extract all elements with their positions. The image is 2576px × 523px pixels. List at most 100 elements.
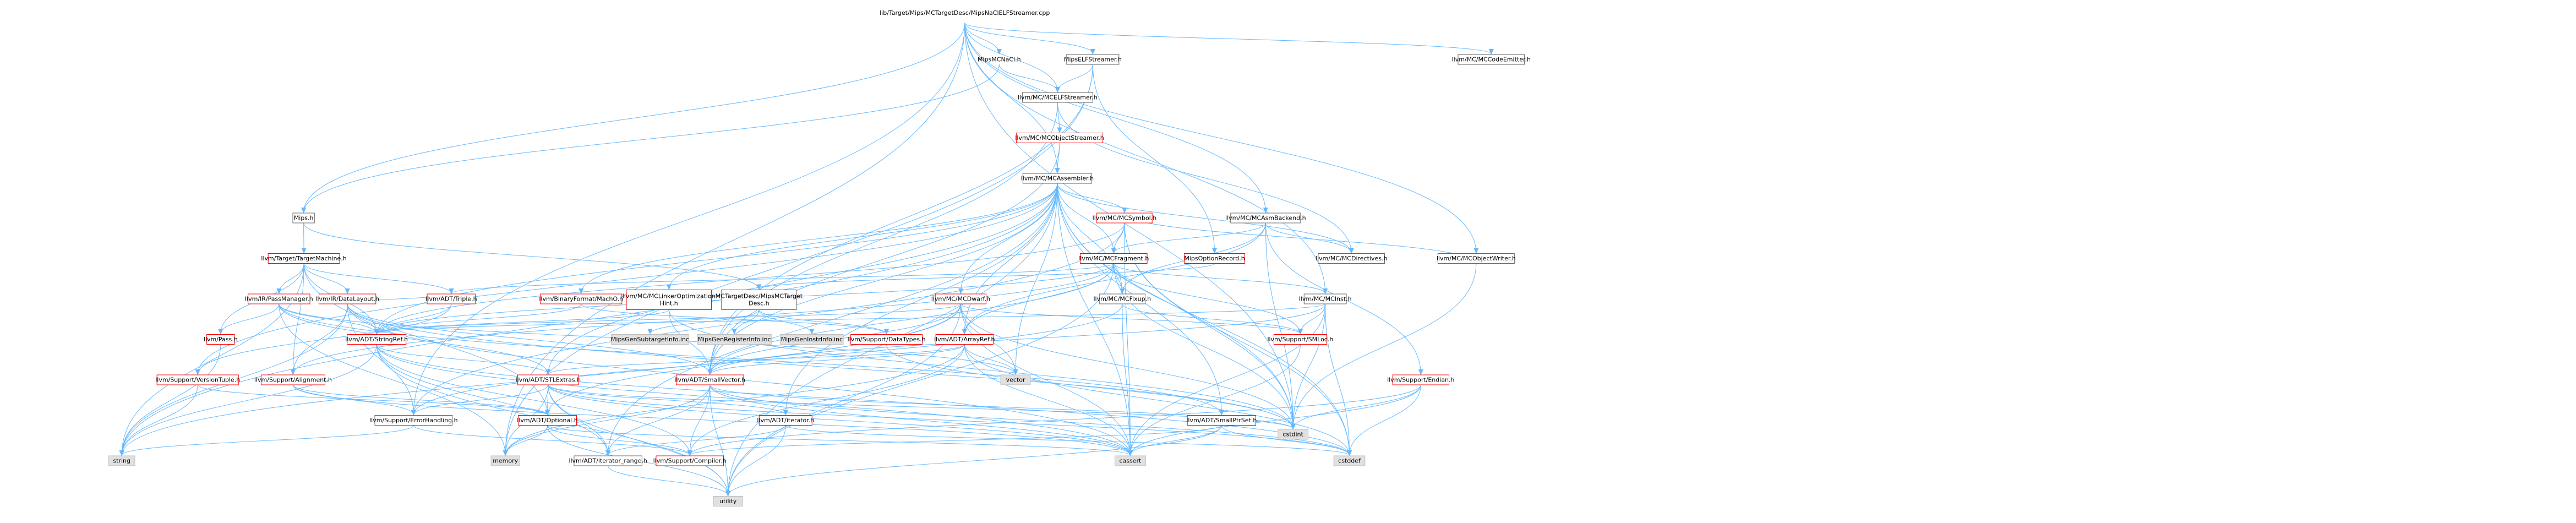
node-label-versiontuple: llvm/Support/VersionTuple.h: [155, 377, 240, 384]
node-machof[interactable]: llvm/BinaryFormat/MachO.h: [539, 293, 623, 304]
edge-iterator-to-cstddef: [785, 425, 1349, 456]
node-mcasmbackend[interactable]: llvm/MC/MCAsmBackend.h: [1225, 213, 1306, 224]
edge-mcassembler-to-stringref: [376, 183, 1058, 334]
node-vector: vector: [1000, 374, 1031, 385]
node-label-errorhandling: llvm/Support/ErrorHandling.h: [369, 417, 458, 424]
edge-root-to-mips: [304, 23, 965, 213]
edge-mcinst-to-stringref: [376, 303, 1326, 334]
node-iterator[interactable]: llvm/ADT/iterator.h: [757, 415, 814, 426]
node-mipself[interactable]: MipsELFStreamer.h: [1064, 54, 1122, 65]
node-mcassembler[interactable]: llvm/MC/MCAssembler.h: [1021, 173, 1094, 184]
edge-mcasmbackend-to-mcfragment: [1114, 222, 1266, 253]
edge-mipsoptionrecord-to-mctargetdesc: [759, 263, 1215, 290]
node-box-stringref: [347, 334, 407, 345]
node-mips[interactable]: Mips.h: [292, 213, 315, 224]
edge-passmanager-to-stringref: [279, 303, 376, 334]
node-box-mcassembler: [1022, 173, 1093, 184]
node-box-mcsymbol: [1096, 213, 1153, 224]
node-box-smloc: [1273, 334, 1327, 345]
node-mipsoptionrecord[interactable]: MipsOptionRecord.h: [1184, 253, 1245, 264]
edge-root-to-mipsnacl: [964, 23, 1000, 54]
edge-triple-to-versiontuple: [198, 303, 452, 374]
node-subtargetinfo: MipsGenSubtargetInfo.inc: [611, 334, 689, 345]
node-box-iterator: [758, 415, 812, 426]
node-box-cstddef: [1333, 455, 1366, 466]
node-iteratorrange[interactable]: llvm/ADT/iterator_range.h: [569, 455, 647, 466]
edge-optional-to-cassert: [547, 425, 1131, 456]
edge-stlextras-to-utility: [548, 384, 728, 496]
node-datalayout[interactable]: llvm/IR/DataLayout.h: [315, 293, 379, 304]
edge-mcfragment-to-mcinst: [1113, 263, 1325, 294]
node-box-endian: [1392, 374, 1449, 385]
node-mcfixup[interactable]: llvm/MC/MCFixup.h: [1094, 293, 1151, 304]
node-label-smloc: llvm/Support/SMLoc.h: [1267, 336, 1333, 343]
node-mcdwarf[interactable]: llvm/MC/MCDwarf.h: [931, 293, 990, 304]
edge-endian-to-cstdint: [1293, 384, 1421, 429]
edge-root-to-mcasmbackend: [964, 23, 1266, 213]
edge-smallvector-to-utility: [710, 384, 728, 496]
node-smallptrset[interactable]: llvm/ADT/SmallPtrSet.h: [1186, 415, 1257, 426]
node-mcobjectwriter[interactable]: llvm/MC/MCObjectWriter.h: [1437, 253, 1516, 264]
edge-arrayref-to-cassert: [964, 344, 1130, 456]
node-stringref[interactable]: llvm/ADT/StringRef.h: [345, 334, 408, 345]
edge-mcfixup-to-errorhandling: [413, 303, 1123, 415]
edge-passmanager-to-pass: [221, 303, 280, 334]
node-arrayref[interactable]: llvm/ADT/ArrayRef.h: [934, 334, 995, 345]
node-mcobjectstreamer[interactable]: llvm/MC/MCObjectStreamer.h: [1015, 133, 1104, 143]
node-endian[interactable]: llvm/Support/Endian.h: [1387, 374, 1455, 385]
edge-mcsymbol-to-stringref: [376, 222, 1125, 334]
node-label-machof: llvm/BinaryFormat/MachO.h: [539, 296, 623, 303]
node-errorhandling[interactable]: llvm/Support/ErrorHandling.h: [369, 415, 458, 426]
node-mcfragment[interactable]: llvm/MC/MCFragment.h: [1078, 253, 1149, 264]
edge-versiontuple-to-string: [122, 384, 198, 455]
node-registerinfo: MipsGenRegisterInfo.inc: [697, 334, 772, 345]
node-box-mcdwarf: [935, 293, 987, 304]
node-stlextras[interactable]: llvm/ADT/STLExtras.h: [516, 374, 581, 385]
node-label-stlextras: llvm/ADT/STLExtras.h: [516, 377, 581, 384]
node-mcdirectives[interactable]: llvm/MC/MCDirectives.h: [1316, 253, 1388, 264]
node-mcsymbol[interactable]: llvm/MC/MCSymbol.h: [1093, 213, 1157, 224]
edge-optional-to-compiler: [547, 425, 690, 456]
node-label-smallvector: llvm/ADT/SmallVector.h: [674, 377, 745, 384]
node-alignment[interactable]: llvm/Support/Alignment.h: [254, 374, 332, 385]
edge-stringref-to-cassert: [376, 344, 1130, 456]
edge-mcassembler-to-mcfragment: [1057, 183, 1114, 253]
node-triple[interactable]: llvm/ADT/Triple.h: [425, 293, 477, 304]
edge-mctargetdesc-to-subtargetinfo: [650, 309, 760, 334]
node-box-memory: [490, 455, 520, 466]
node-targetmachine[interactable]: llvm/Target/TargetMachine.h: [261, 253, 347, 264]
node-label-mcobjectstreamer: llvm/MC/MCObjectStreamer.h: [1015, 134, 1104, 141]
node-versiontuple[interactable]: llvm/Support/VersionTuple.h: [155, 374, 240, 385]
edge-mctargetdesc-to-instrinfo: [758, 309, 812, 334]
edge-mcelfstreamer-to-mcdirectives: [1057, 102, 1351, 253]
node-passmanager[interactable]: llvm/IR/PassManager.h: [245, 293, 313, 304]
node-compiler[interactable]: llvm/Support/Compiler.h: [653, 455, 727, 466]
node-mipsnacl[interactable]: MipsMCNaCl.h: [978, 56, 1021, 63]
node-codeemitter[interactable]: llvm/MC/MCCodeEmitter.h: [1452, 54, 1531, 65]
node-mcinst[interactable]: llvm/MC/MCInst.h: [1299, 293, 1352, 304]
node-label-subtargetinfo: MipsGenSubtargetInfo.inc: [611, 336, 689, 343]
node-box-mipsoptionrecord: [1184, 253, 1245, 264]
node-mcelfstreamer[interactable]: llvm/MC/MCELFStreamer.h: [1018, 92, 1098, 103]
node-datatypes[interactable]: llvm/Support/DataTypes.h: [848, 334, 926, 345]
node-smloc[interactable]: llvm/Support/SMLoc.h: [1267, 334, 1333, 345]
node-label-codeemitter: llvm/MC/MCCodeEmitter.h: [1452, 56, 1531, 63]
edge-mcasmbackend-to-mcdirectives: [1265, 222, 1351, 253]
edge-endian-to-cstddef: [1350, 384, 1421, 455]
edge-mcassembler-to-arrayref: [964, 183, 1058, 334]
node-optional[interactable]: llvm/ADT/Optional.h: [517, 415, 578, 426]
node-label-stringref: llvm/ADT/StringRef.h: [345, 336, 408, 343]
edge-smallvector-to-iteratorrange: [608, 384, 711, 455]
edge-mcfixup-to-smloc: [1122, 303, 1301, 334]
node-box-linkeropt: [626, 290, 712, 310]
node-label-mcsymbol: llvm/MC/MCSymbol.h: [1093, 215, 1157, 222]
node-pass[interactable]: llvm/Pass.h: [204, 334, 238, 345]
node-smallvector[interactable]: llvm/ADT/SmallVector.h: [674, 374, 745, 385]
edge-mcelfstreamer-to-smallvector: [710, 102, 1058, 374]
node-label-cstdint: cstdint: [1282, 431, 1303, 438]
node-box-mcfixup: [1099, 293, 1145, 304]
edge-mcinst-to-cstdint: [1293, 303, 1326, 429]
node-root[interactable]: lib/Target/Mips/MCTargetDesc/MipsNaClELF…: [880, 9, 1050, 17]
